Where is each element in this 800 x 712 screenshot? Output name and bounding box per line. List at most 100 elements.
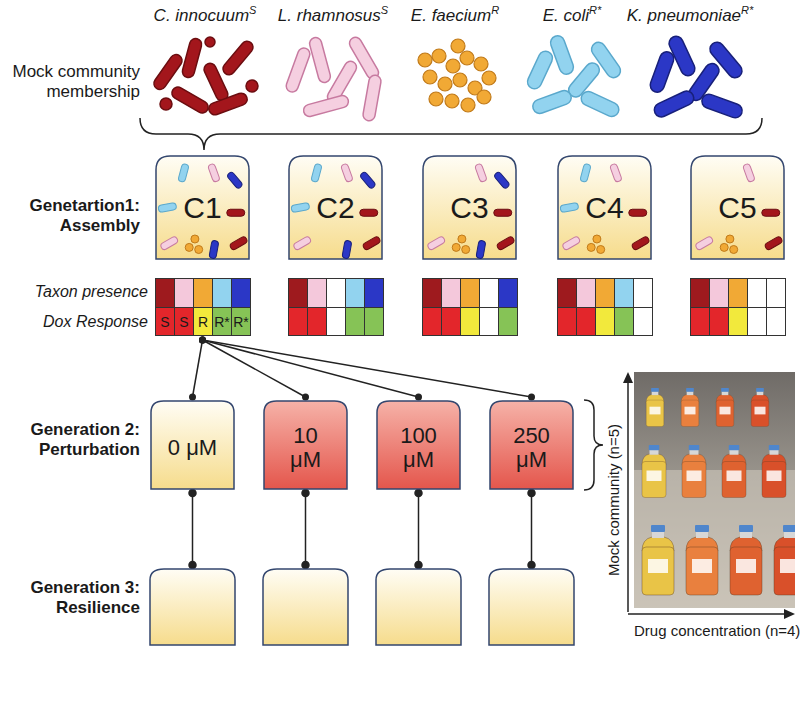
c-innocuum-cells (152, 37, 258, 116)
dox-cell (728, 307, 748, 336)
taxon-cell (193, 278, 213, 308)
concentration: 0 μM (165, 436, 221, 460)
taxon-cell (155, 278, 175, 308)
bacillus (291, 202, 310, 212)
label-text: Mock community (n=5) (605, 424, 622, 576)
dox-cell (766, 307, 786, 336)
dox-cell (498, 307, 518, 336)
axis-arrows (623, 372, 795, 619)
connector-line (193, 340, 203, 397)
coccus (458, 235, 466, 243)
taxon-cell (690, 278, 710, 308)
vial-body (156, 156, 249, 259)
bacillus (311, 163, 322, 182)
bacillus (362, 236, 381, 251)
taxon-cell (174, 278, 194, 308)
vial-label: C4 (557, 155, 652, 260)
dox-cell (479, 307, 499, 336)
bacillus (360, 209, 378, 216)
taxon-cell (288, 278, 308, 308)
dox-cell: R (193, 307, 213, 336)
response-code: R (198, 314, 208, 330)
bacillus (160, 236, 179, 251)
bacillus (493, 171, 510, 189)
vial-label: C3 (422, 155, 517, 260)
bracket (584, 400, 603, 490)
susceptibility-mark: R* (741, 4, 753, 16)
dox-cell (747, 307, 767, 336)
bacillus (494, 209, 512, 216)
bacillus (342, 240, 352, 259)
concentration: 250 μM (504, 424, 560, 472)
coccus (191, 235, 199, 243)
connector-dot (302, 394, 309, 401)
taxon-cell (307, 278, 327, 308)
vial: 250 μM (489, 400, 574, 490)
connector-dot (199, 337, 206, 344)
dox-cell: R* (231, 307, 251, 336)
coccus (452, 243, 460, 251)
dox-cell (288, 307, 308, 336)
taxon-cell (441, 278, 461, 308)
dox-cell (557, 307, 577, 336)
dox-cell (460, 307, 480, 336)
taxon-cell (212, 278, 232, 308)
connector-dot (199, 337, 206, 344)
susceptibility-mark: S (249, 4, 256, 16)
dox-cell (345, 307, 365, 336)
taxon-cell (614, 278, 634, 308)
species-label: E. faeciumR (355, 4, 555, 26)
vial: C3 (422, 155, 517, 260)
bacillus (610, 163, 623, 182)
coccus (587, 243, 595, 251)
photo (634, 372, 795, 608)
species-name: L. rhamnosus (278, 6, 381, 25)
bracket (140, 118, 762, 150)
row-heading: Mock community membership (5, 62, 140, 103)
taxon-cell (747, 278, 767, 308)
species-label: K. pneumoniaeR* (590, 4, 790, 26)
taxon-cell (766, 278, 786, 308)
connector-dot (199, 337, 206, 344)
connector-line (203, 340, 532, 397)
concentration: 10 μM (278, 424, 334, 472)
taxon-cell (595, 278, 615, 308)
response-code: S (160, 314, 169, 330)
label-text: Generation 3: Resilience (30, 578, 140, 617)
axis-label: Drug concentration (n=4) (634, 622, 795, 640)
bacillus (178, 163, 189, 182)
species-label: L. rhamnosusS (233, 4, 433, 26)
vial-body (289, 156, 382, 259)
coccus (597, 246, 605, 254)
taxon-cell (231, 278, 251, 308)
label-text: Genetartion1: Assembly (29, 196, 140, 235)
bacillus (359, 171, 376, 189)
vial-label: 10 μM (263, 400, 348, 490)
response-code: R* (214, 314, 230, 330)
coccus (726, 235, 734, 243)
e-faecium-cells (418, 39, 496, 112)
coccus (195, 246, 203, 254)
connector (199, 337, 535, 401)
taxon-cell (326, 278, 346, 308)
taxon-cell (633, 278, 653, 308)
vial-body (490, 401, 573, 489)
taxon-cell (498, 278, 518, 308)
l-rhamnosus-cells (284, 35, 381, 122)
resilience-vials (150, 569, 574, 645)
label-text: Taxon presence (35, 283, 148, 300)
vial-label: 250 μM (489, 400, 574, 490)
connector-dot (528, 394, 535, 401)
vial: C5 (690, 155, 785, 260)
dox-cell (576, 307, 596, 336)
dox-cell (307, 307, 327, 336)
bacillus (631, 236, 650, 251)
bacillus (226, 171, 243, 189)
taxon-cell (460, 278, 480, 308)
taxon-cell (709, 278, 729, 308)
dox-cell: S (155, 307, 175, 336)
k-pneumoniae-cells (648, 34, 745, 120)
susceptibility-mark: S (381, 4, 388, 16)
bacillus (629, 209, 647, 216)
taxon-cell (364, 278, 384, 308)
